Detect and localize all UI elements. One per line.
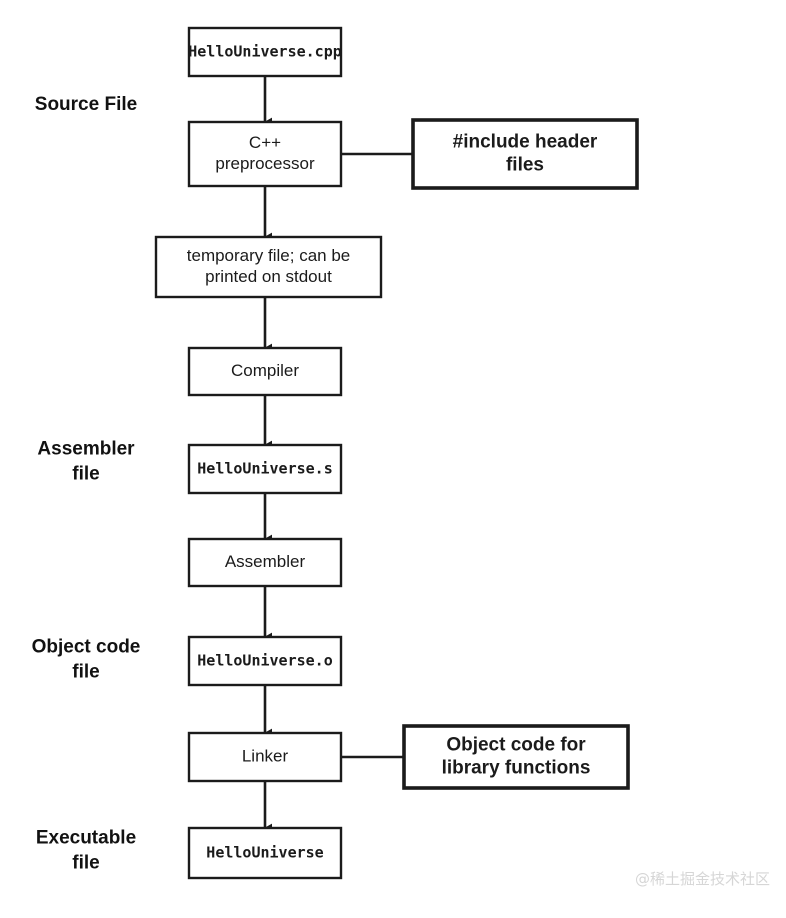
stage-label-assembler-file-line: Assembler [37, 439, 135, 460]
node-cpp-preprocessor-rect [187, 120, 343, 188]
edges-layer [263, 76, 413, 833]
stage-label-object-code-file: Object code file [32, 637, 141, 683]
stage-label-executable-file-line: Executable [36, 828, 136, 849]
node-temporary-file-label: temporary file; can be [187, 246, 350, 265]
node-compiler[interactable]: Compiler [187, 346, 343, 397]
node-hellouniverse-s-label: HelloUniverse.s [197, 460, 332, 478]
node-object-code-library-rect [402, 724, 630, 790]
node-object-code-library-label: library functions [442, 758, 591, 779]
node-linker-label: Linker [242, 746, 289, 765]
stage-label-executable-file: Executable file [36, 828, 136, 874]
node-hellouniverse-cpp-rect [187, 26, 343, 78]
stage-label-source-file-line: Source File [35, 94, 137, 115]
node-cpp-preprocessor-label: C++ [249, 133, 281, 152]
node-hellouniverse-rect [187, 826, 343, 880]
node-hellouniverse-o[interactable]: HelloUniverse.o [187, 635, 343, 687]
node-hellouniverse-cpp-label: HelloUniverse.cpp [188, 43, 342, 61]
stage-label-executable-file-line: file [72, 853, 99, 874]
node-linker-rect [187, 731, 343, 783]
stage-label-object-code-file-line: file [72, 662, 99, 683]
stage-label-assembler-file-line: file [72, 464, 99, 485]
node-temporary-file-label: printed on stdout [205, 267, 332, 286]
node-hellouniverse-label: HelloUniverse [206, 844, 323, 862]
node-cpp-preprocessor-label: preprocessor [215, 154, 315, 173]
node-assembler-rect [187, 537, 343, 588]
watermark: @稀土掘金技术社区 [635, 870, 770, 888]
stage-label-source-file: Source File [35, 94, 137, 115]
node-include-header-files-rect [411, 118, 639, 190]
node-cpp-preprocessor[interactable]: C++ preprocessor [187, 120, 343, 188]
stage-label-assembler-file: Assembler file [37, 439, 135, 485]
node-linker[interactable]: Linker [187, 731, 343, 783]
node-compiler-label: Compiler [231, 361, 299, 380]
stage-label-object-code-file-line: Object code [32, 637, 141, 658]
node-temporary-file-rect [154, 235, 383, 299]
node-hellouniverse-o-label: HelloUniverse.o [197, 652, 332, 670]
node-hellouniverse-s-rect [187, 443, 343, 495]
node-include-header-files-label: files [506, 155, 544, 176]
node-hellouniverse[interactable]: HelloUniverse [187, 826, 343, 880]
node-hellouniverse-o-rect [187, 635, 343, 687]
node-compiler-rect [187, 346, 343, 397]
node-temporary-file[interactable]: temporary file; can be printed on stdout [154, 235, 383, 299]
node-hellouniverse-cpp[interactable]: HelloUniverse.cpp [187, 26, 343, 78]
node-assembler-label: Assembler [225, 552, 306, 571]
node-assembler[interactable]: Assembler [187, 537, 343, 588]
node-include-header-files-label: #include header [453, 132, 598, 153]
node-object-code-library-label: Object code for [446, 735, 586, 756]
node-hellouniverse-s[interactable]: HelloUniverse.s [187, 443, 343, 495]
